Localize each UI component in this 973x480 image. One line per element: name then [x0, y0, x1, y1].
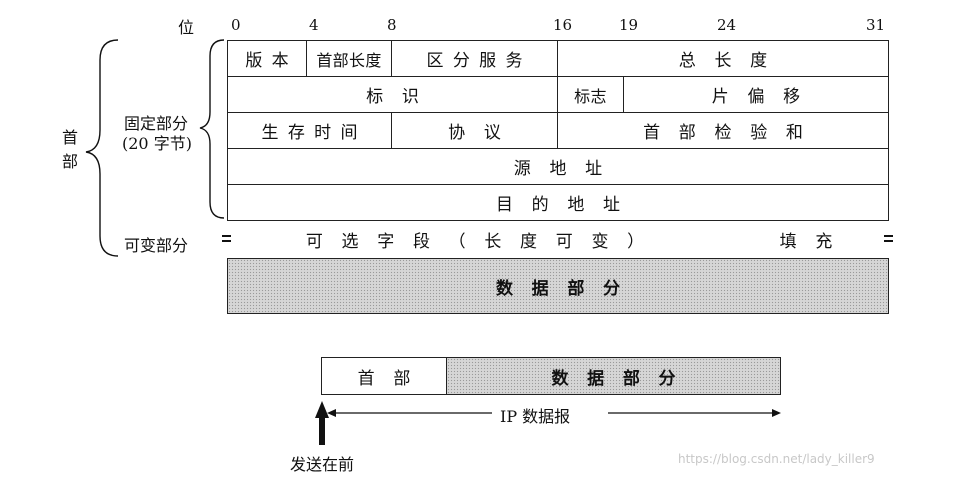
checksum-field: 首部检验和 [557, 112, 889, 149]
version-field: 版本 [227, 40, 307, 77]
left-break-mark [222, 235, 231, 237]
bit-label: 位 [178, 18, 195, 37]
send-first-label: 发送在前 [290, 455, 355, 474]
bit-position-24: 24 [717, 16, 737, 34]
packet-data-block: 数据部分 [446, 357, 781, 395]
right-break-mark [884, 235, 893, 237]
total-length-field: 总长度 [557, 40, 889, 77]
left-break-mark [222, 240, 231, 242]
send-first-arrow-shaft [319, 417, 325, 445]
fixed-part-brace [199, 39, 225, 219]
header-length-field: 首部长度 [306, 40, 392, 77]
bit-position-8: 8 [387, 16, 397, 34]
bit-position-0: 0 [231, 16, 241, 34]
packet-header-block: 首部 [321, 357, 447, 395]
bit-position-31: 31 [866, 16, 886, 34]
watermark: https://blog.csdn.net/lady_killer9 [678, 452, 875, 466]
fixed-part-label: 固定部分 [124, 114, 189, 133]
bit-position-19: 19 [619, 16, 639, 34]
destination-address-field: 目的地址 [227, 184, 889, 221]
service-field: 区分服务 [391, 40, 558, 77]
data-part-field: 数据部分 [227, 258, 889, 314]
datagram-arrow-right-head [772, 409, 781, 417]
ttl-field: 生存时间 [227, 112, 392, 149]
flags-field: 标志 [557, 76, 624, 113]
header-label: 首 部 [62, 128, 79, 171]
protocol-field: 协议 [391, 112, 558, 149]
fragment-offset-field: 片偏移 [623, 76, 889, 113]
variable-part-label: 可变部分 [124, 236, 189, 255]
bit-position-4: 4 [309, 16, 319, 34]
fixed-size-label: (20 字节) [122, 134, 192, 153]
send-first-arrow-head [315, 401, 329, 418]
bit-position-16: 16 [553, 16, 573, 34]
right-break-mark [884, 240, 893, 242]
padding-field: 填充 [723, 220, 889, 259]
datagram-arrow-left-head [327, 409, 336, 417]
ip-datagram-label: IP 数据报 [500, 407, 571, 426]
header-brace [85, 39, 119, 257]
